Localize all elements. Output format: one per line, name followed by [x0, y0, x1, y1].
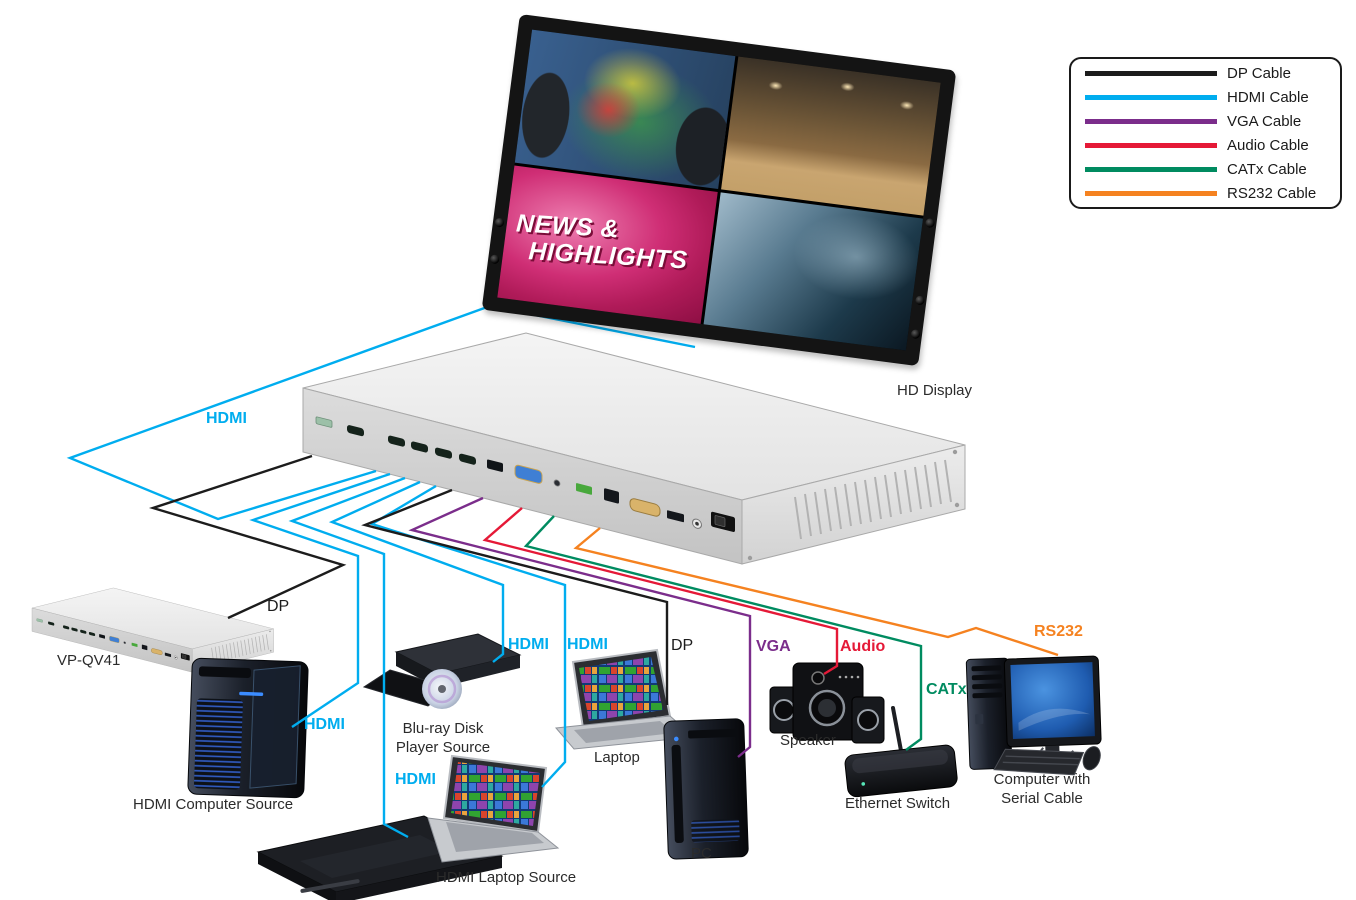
quad-view-screen: NEWS & HIGHLIGHTS [497, 29, 941, 351]
cable-label-hdmi-laptop-source: HDMI [567, 636, 608, 653]
legend-item-vga: VGA Cable [1085, 113, 1326, 130]
pc-label: PC [691, 845, 712, 862]
cable-label-audio: Audio [840, 638, 886, 655]
speaker-set [769, 662, 885, 744]
side-window [249, 665, 301, 789]
bezel-speaker-dot [924, 218, 936, 229]
antenna [891, 706, 904, 758]
laptop-label: Laptop [594, 749, 640, 766]
legend-item-audio: Audio Cable [1085, 137, 1326, 154]
front-display [300, 879, 360, 893]
cable-label-vga: VGA [756, 638, 791, 655]
hdmi-laptop-source-label: HDMI Laptop Source [436, 869, 577, 886]
hd-display: NEWS & HIGHLIGHTS [481, 14, 957, 367]
bezel-speaker-dot [910, 329, 921, 340]
legend-item-rs232: RS232 Cable [1085, 185, 1326, 202]
cable-vga-pc [408, 496, 752, 758]
led-strip [239, 691, 264, 696]
legend-swatch-hdmi [1085, 94, 1217, 100]
legend-swatch-rs232 [1085, 190, 1217, 196]
hdmi-computer-source-label: HDMI Computer Source [133, 796, 294, 813]
cable-label-dp-laptop: DP [671, 637, 694, 654]
vp-qv41-label: VP-QV41 [57, 652, 121, 669]
blu-ray-label: Blu-ray Disk Player Source [395, 720, 491, 756]
cable-rs232-computer [573, 527, 1059, 657]
cable-label-dp-vpqv41: DP [267, 598, 290, 615]
laptop-dp [555, 648, 696, 750]
serial-computer-label: Computer with Serial Cable [993, 771, 1091, 807]
legend-swatch-catx [1085, 166, 1217, 172]
legend-swatch-vga [1085, 118, 1217, 124]
hd-display-label: HD Display [897, 382, 973, 399]
legend-item-dp: DP Cable [1085, 65, 1326, 82]
speaker-label: Speaker [780, 732, 836, 749]
keyboard [993, 748, 1085, 776]
pc-tower [663, 718, 749, 860]
bezel-speaker-dot [494, 217, 505, 228]
cable-dp-vpqv41 [148, 454, 347, 620]
ethernet-switch-label: Ethernet Switch [845, 795, 951, 812]
power-led [673, 736, 679, 742]
ethernet-switch [844, 706, 958, 798]
hdmi-computer-source-tower [187, 657, 309, 799]
mouse [1082, 746, 1101, 771]
cable-legend: DP Cable HDMI Cable VGA Cable Audio Cabl… [1069, 57, 1342, 209]
cable-catx-switch [523, 515, 923, 751]
cable-hdmi-bluray [328, 480, 505, 663]
cable-label-hdmi-computer: HDMI [304, 716, 345, 733]
serial-computer [965, 655, 1102, 776]
bezel-speaker-dot [914, 295, 925, 306]
quadrant-weather-news [514, 29, 735, 189]
cable-dp-laptop [361, 488, 669, 705]
cable-hdmi-laptop-source [369, 484, 567, 788]
cable-hdmi-disc-player [288, 476, 409, 839]
legend-item-catx: CATx Cable [1085, 161, 1326, 178]
cable-audio-speaker [482, 507, 839, 676]
cable-label-rs232: RS232 [1034, 623, 1083, 640]
cable-hdmi-computer [249, 472, 391, 728]
legend-swatch-dp [1085, 70, 1217, 76]
cable-label-hdmi-disc-player: HDMI [395, 771, 436, 788]
top-panel [300, 835, 452, 878]
blu-ray-player [362, 633, 522, 709]
front-grille [194, 698, 243, 790]
cable-label-hdmi-display: HDMI [206, 410, 247, 427]
hdmi-laptop-source [427, 754, 560, 863]
legend-item-hdmi: HDMI Cable [1085, 89, 1326, 106]
cables [66, 304, 1059, 839]
quadrant-news-highlights: NEWS & HIGHLIGHTS [497, 165, 718, 324]
cable-label-hdmi-bluray: HDMI [508, 636, 549, 653]
cable-hdmi-display [66, 304, 696, 521]
cable-label-catx: CATx [926, 681, 967, 698]
bezel-speaker-dot [489, 254, 500, 265]
news-highlights-text: NEWS & HIGHLIGHTS [515, 208, 689, 275]
legend-swatch-audio [1085, 142, 1217, 148]
quadrant-basketball [720, 56, 941, 216]
quadrant-movie [703, 191, 924, 351]
status-led [861, 782, 866, 786]
quad-multiviewer-device [302, 332, 966, 565]
